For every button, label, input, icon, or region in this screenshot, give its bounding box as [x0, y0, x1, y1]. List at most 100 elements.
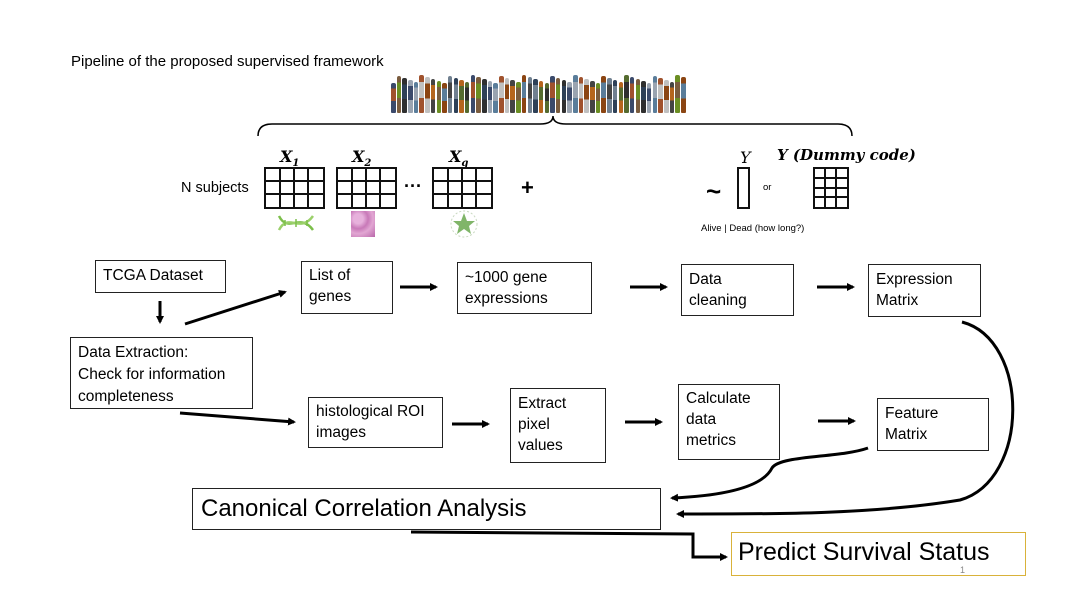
- arrow-to-histo: [179, 411, 296, 426]
- person-figure: [590, 81, 595, 113]
- grid-line: [447, 169, 449, 207]
- person-figure: [635, 79, 641, 113]
- grid-line: [338, 180, 395, 183]
- person-figure: [584, 79, 589, 113]
- person-figure: [664, 80, 669, 113]
- feature-matrix-box: Feature Matrix: [877, 398, 989, 451]
- tissue-icon: [351, 211, 375, 237]
- person-figure: [459, 80, 464, 113]
- person-figure: [675, 75, 680, 113]
- x1-label: X1: [280, 147, 300, 170]
- calculate-metrics-box: Calculate data metrics: [678, 384, 780, 460]
- crowd-image: [391, 73, 687, 113]
- person-figure: [521, 75, 527, 113]
- person-figure: [391, 83, 396, 113]
- y-label: Y: [740, 148, 751, 167]
- histological-roi-box: histological ROI images: [308, 397, 443, 448]
- person-figure: [408, 80, 413, 113]
- arrow-cca-to-predict: [410, 530, 728, 561]
- person-figure: [419, 75, 424, 113]
- person-figure: [396, 76, 402, 113]
- person-figure: [538, 81, 544, 113]
- person-figure: [413, 82, 419, 113]
- person-figure: [646, 83, 652, 113]
- arrow-expr-matrix-to-cca: [676, 320, 1015, 519]
- page-number: 1: [960, 565, 966, 575]
- person-figure: [561, 80, 567, 113]
- dna-icon: [277, 215, 315, 231]
- person-figure: [402, 78, 407, 113]
- person-figure: [533, 79, 538, 113]
- person-figure: [578, 77, 584, 113]
- matrix-grid-icon: [264, 167, 325, 209]
- person-figure: [425, 77, 430, 113]
- cell-icon: [450, 210, 478, 238]
- person-figure: [544, 83, 550, 113]
- grid-line: [351, 169, 353, 207]
- tcga-dataset-box: TCGA Dataset: [95, 260, 226, 293]
- person-figure: [652, 76, 658, 113]
- person-figure: [607, 78, 612, 113]
- data-cleaning-box: Data cleaning: [681, 264, 794, 316]
- person-figure: [658, 78, 663, 113]
- person-figure: [504, 78, 510, 113]
- person-figure: [430, 79, 436, 113]
- person-figure: [629, 77, 635, 113]
- person-figure: [641, 81, 646, 113]
- matrix-grid-icon: [336, 167, 397, 209]
- grid-line: [279, 169, 281, 207]
- person-figure: [464, 82, 470, 113]
- person-figure: [669, 82, 675, 113]
- person-figure: [624, 75, 629, 113]
- person-figure: [567, 82, 572, 113]
- person-figure: [618, 82, 623, 113]
- person-figure: [612, 80, 618, 113]
- person-figure: [681, 77, 686, 113]
- person-figure: [499, 76, 504, 113]
- grid-line: [365, 169, 367, 207]
- person-figure: [470, 75, 476, 113]
- person-figure: [510, 80, 515, 113]
- person-figure: [550, 76, 555, 113]
- x2-label: X2: [352, 147, 372, 170]
- matrix-grid-icon: [813, 167, 849, 209]
- person-figure: [453, 78, 459, 113]
- cca-box: Canonical Correlation Analysis: [192, 488, 661, 530]
- grid-line: [815, 177, 847, 180]
- xq-label: Xq: [449, 147, 469, 170]
- grid-line: [815, 195, 847, 198]
- tilde-sign: ~: [706, 176, 722, 206]
- y-dummy-label: Y (Dummy code): [777, 146, 916, 164]
- or-label: or: [763, 182, 772, 193]
- outcome-caption: Alive | Dead (how long?): [701, 223, 805, 234]
- person-figure: [493, 83, 498, 113]
- person-figure: [447, 76, 453, 113]
- grid-line: [434, 192, 491, 195]
- ellipsis: ···: [404, 176, 422, 196]
- grid-line: [307, 169, 309, 207]
- predict-survival-box: Predict Survival Status: [731, 532, 1026, 576]
- vector-icon: [737, 167, 750, 209]
- grid-line: [266, 192, 323, 195]
- person-figure: [601, 76, 606, 113]
- list-of-genes-box: List of genes: [301, 261, 393, 314]
- grid-line: [815, 186, 847, 189]
- subjects-label: N subjects: [181, 180, 249, 196]
- person-figure: [476, 77, 481, 113]
- expression-matrix-box: Expression Matrix: [868, 264, 981, 317]
- person-figure: [442, 83, 447, 113]
- arrow-feature-to-cca: [670, 446, 869, 502]
- person-figure: [516, 82, 521, 113]
- grid-line: [379, 169, 381, 207]
- matrix-grid-icon: [432, 167, 493, 209]
- grid-line: [293, 169, 295, 207]
- gene-expressions-box: ~1000 gene expressions: [457, 262, 592, 314]
- grid-line: [266, 180, 323, 183]
- grid-line: [434, 180, 491, 183]
- grid-line: [338, 192, 395, 195]
- person-figure: [436, 81, 441, 113]
- arrow-to-genes: [184, 290, 287, 326]
- person-figure: [573, 75, 578, 113]
- person-figure: [595, 83, 601, 113]
